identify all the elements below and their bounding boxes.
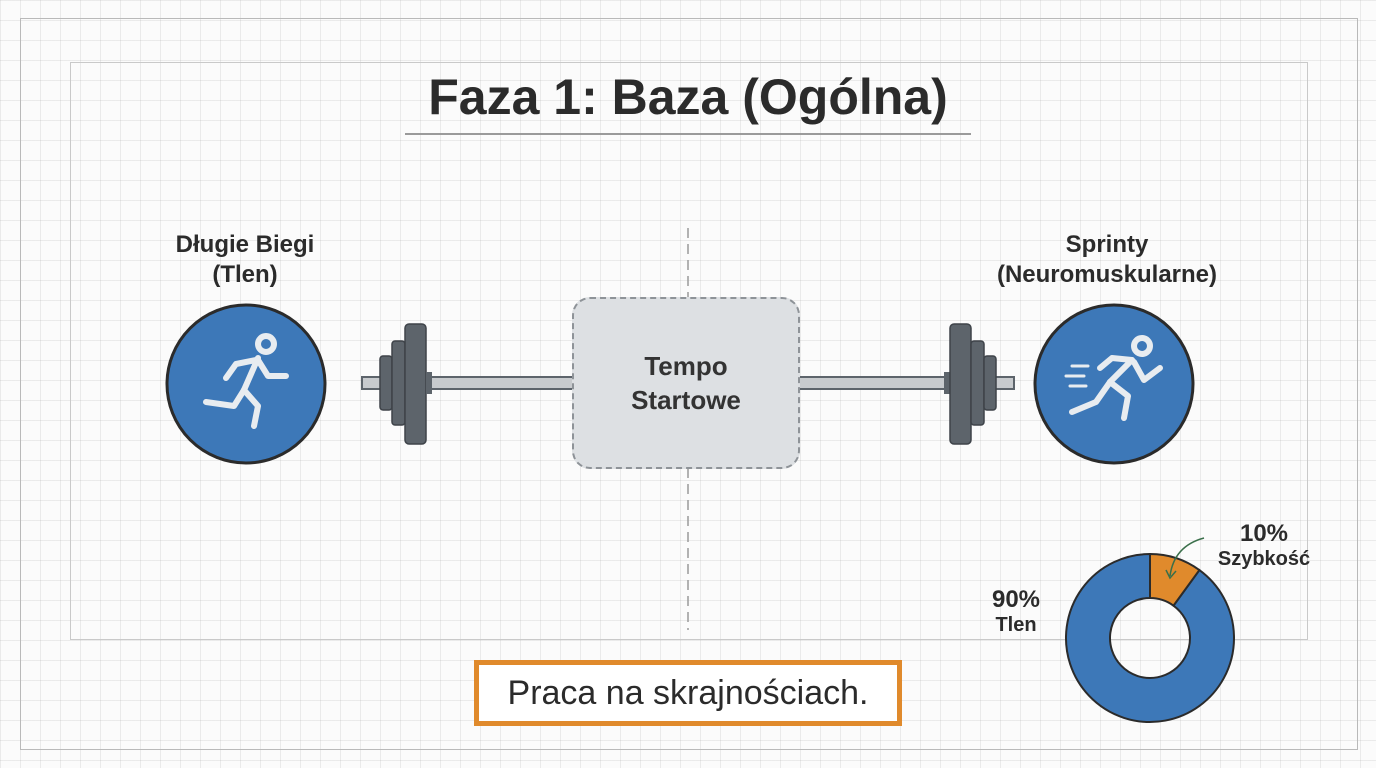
footer-callout: Praca na skrajnościach.: [474, 660, 902, 726]
pie-label-tlen: 90% Tlen: [978, 586, 1054, 637]
right-collar: [944, 372, 950, 394]
right-plate-large: [949, 323, 972, 445]
sprinting-person-icon: [1033, 303, 1195, 465]
right-label: Sprinty (Neuromuskularne): [970, 230, 1244, 290]
pie-label-szybkosc-name: Szybkość: [1217, 548, 1311, 570]
right-plate-small: [983, 355, 997, 411]
right-plate-mid: [970, 340, 985, 426]
title-underline: [405, 133, 971, 135]
running-person-icon: [165, 303, 327, 465]
pie-label-szybkosc: 10% Szybkość: [1206, 520, 1322, 571]
page-title: Faza 1: Baza (Ogólna): [428, 69, 948, 125]
left-label-line1: Długie Biegi: [175, 231, 315, 258]
tempo-startowe-box: Tempo Startowe: [572, 297, 800, 469]
left-plate-small: [379, 355, 393, 411]
pie-slice-tlen: [1065, 552, 1235, 723]
left-label: Długie Biegi (Tlen): [120, 230, 370, 290]
right-label-line1: Sprinty: [1065, 231, 1149, 258]
pie-leader-line: [1165, 537, 1205, 580]
pie-label-tlen-name: Tlen: [995, 614, 1037, 636]
left-plate-large: [404, 323, 427, 445]
center-box-line2: Startowe: [631, 385, 741, 415]
left-collar: [426, 372, 432, 394]
pie-label-szybkosc-value: 10%: [1239, 520, 1289, 547]
pie-label-tlen-value: 90%: [991, 586, 1041, 613]
center-box-line1: Tempo: [644, 351, 728, 381]
right-label-line2: (Neuromuskularne): [996, 261, 1218, 288]
left-plate-mid: [391, 340, 406, 426]
distribution-donut-chart: [1065, 552, 1235, 723]
left-label-line2: (Tlen): [212, 261, 278, 288]
footer-text: Praca na skrajnościach.: [507, 673, 869, 712]
pie-slice-szybkosc: [1149, 552, 1201, 608]
